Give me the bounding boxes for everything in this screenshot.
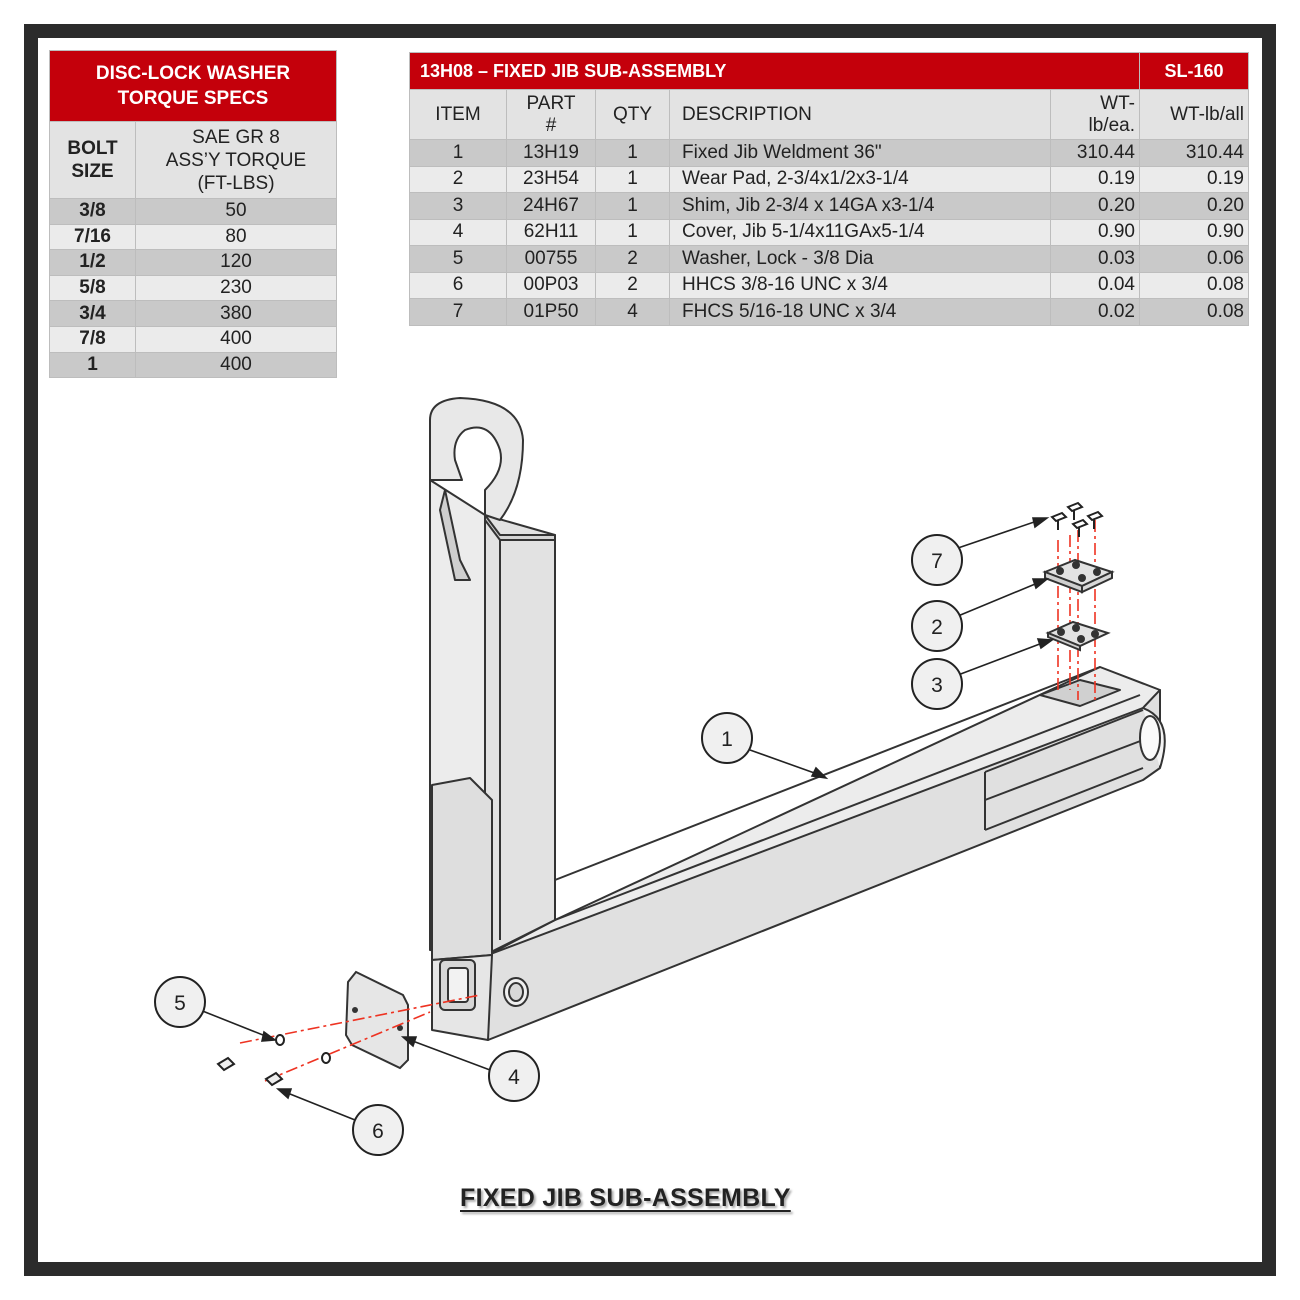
description-header: DESCRIPTION <box>669 89 1051 140</box>
callout-7: 7 <box>911 534 963 586</box>
bolt-size-header: BOLT SIZE <box>49 121 136 199</box>
parts-table-code: SL-160 <box>1139 52 1249 90</box>
jib-shim <box>1045 620 1111 652</box>
callout-2: 2 <box>911 600 963 652</box>
leader-lines <box>199 517 1055 1123</box>
item-header: ITEM <box>409 89 507 140</box>
svg-text:4: 4 <box>508 1066 520 1089</box>
hex-bolts <box>216 1056 284 1087</box>
parts-list-table: 13H08 – FIXED JIB SUB-ASSEMBLY SL-160 IT… <box>409 52 1249 326</box>
flat-head-screws <box>1050 501 1104 537</box>
svg-text:1: 1 <box>721 728 733 751</box>
torque-spec-table: DISC-LOCK WASHER TORQUE SPECS BOLT SIZE … <box>49 50 337 379</box>
svg-text:6: 6 <box>372 1120 384 1143</box>
diagram-title: FIXED JIB SUB-ASSEMBLY <box>460 1184 791 1212</box>
svg-text:2: 2 <box>931 616 943 639</box>
assembly-center-lines <box>239 520 1096 1082</box>
callout-4: 4 <box>488 1050 540 1102</box>
callout-6: 6 <box>352 1104 404 1156</box>
callout-3: 3 <box>911 658 963 710</box>
svg-text:7: 7 <box>931 550 943 573</box>
qty-header: QTY <box>595 89 670 140</box>
wt-ea-header: WT- lb/ea. <box>1050 89 1140 140</box>
callout-5: 5 <box>154 976 206 1028</box>
torque-header: SAE GR 8 ASS’Y TORQUE (FT-LBS) <box>135 121 337 199</box>
wear-pad <box>1042 558 1115 594</box>
wt-all-header: WT-lb/all <box>1139 89 1249 140</box>
svg-text:3: 3 <box>931 674 943 697</box>
lock-washers <box>275 1034 331 1064</box>
cover-plate <box>344 970 409 1070</box>
callout-1: 1 <box>701 712 753 764</box>
svg-text:5: 5 <box>174 992 186 1015</box>
jib-weldment <box>429 397 1166 1041</box>
